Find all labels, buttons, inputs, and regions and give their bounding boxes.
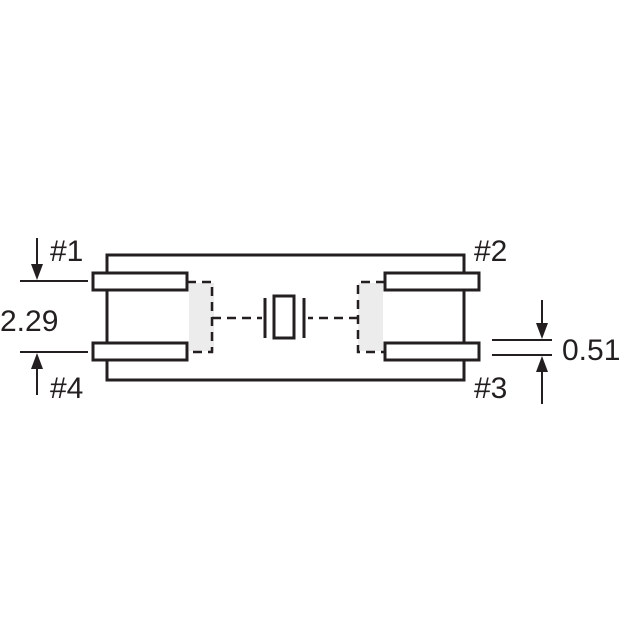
lead-pin-3 [383,341,481,362]
arrow-down-icon [536,323,548,339]
pin-2-label: #2 [474,235,507,268]
left-lead-shadow [189,283,214,351]
arrow-up-icon [31,353,43,369]
pin-3-label: #3 [474,372,507,405]
crystal-element [272,294,296,340]
lead-pin-4 [91,341,189,362]
right-internal-connection [308,280,385,354]
lead-pin-1 [91,271,189,292]
pin-1-label: #1 [50,235,83,268]
left-internal-connection [187,280,262,354]
pitch-dimension-label: 2.29 [0,305,58,338]
lead-thickness-dimension-label: 0.51 [562,334,620,367]
pin-4-label: #4 [50,372,83,405]
lead-pin-2 [383,271,481,292]
right-lead-shadow [358,283,383,351]
arrow-up-icon [536,356,548,372]
arrow-down-icon [31,264,43,280]
package-body [105,253,466,382]
